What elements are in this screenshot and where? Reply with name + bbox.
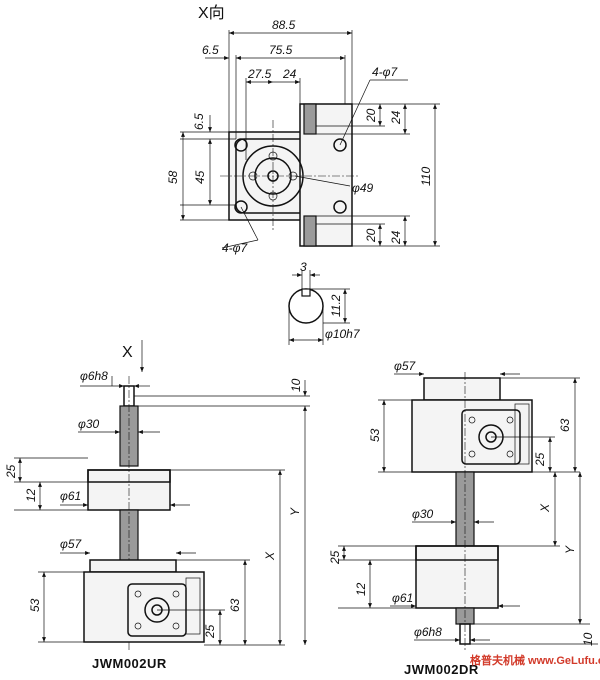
dim-edge-offset: 6.5 bbox=[202, 43, 219, 57]
dim-key-width: 3 bbox=[300, 260, 307, 274]
keyway bbox=[301, 288, 311, 297]
dim-end-len-r: 10 bbox=[581, 632, 595, 646]
dim-shaft-end-r: φ6h8 bbox=[414, 625, 442, 639]
top-plate bbox=[423, 377, 501, 401]
dim-stroke-x-r: X bbox=[538, 503, 552, 513]
dim-shaft-height-r: 25 bbox=[533, 452, 547, 467]
shaft-section: 3 11.2 φ10h7 bbox=[288, 260, 361, 345]
top-plate bbox=[89, 559, 177, 573]
dim-top-offset: 6.5 bbox=[192, 113, 206, 130]
dim-overall-63: 63 bbox=[228, 598, 242, 612]
dim-overall-height: 110 bbox=[419, 167, 433, 186]
dim-lug-20-top: 20 bbox=[364, 108, 378, 123]
dim-key-depth: 11.2 bbox=[329, 294, 343, 317]
dim-stroke-y: Y bbox=[288, 507, 302, 516]
dim-nut-height-r: 25 bbox=[328, 550, 342, 565]
dim-stroke-y-r: Y bbox=[563, 545, 577, 554]
dim-bolt-spacing: 27.5 bbox=[247, 67, 272, 81]
dim-nut-dia-r: φ61 bbox=[392, 591, 413, 605]
gearbox-body bbox=[411, 399, 533, 473]
dim-shaft-dia: φ10h7 bbox=[325, 327, 361, 341]
dim-bore: φ49 bbox=[352, 181, 374, 195]
top-lug-lower bbox=[303, 215, 317, 247]
left-view: X φ6h8 10 φ30 25 bbox=[4, 340, 310, 671]
top-lug-upper bbox=[303, 103, 317, 135]
dim-shaft-end: φ6h8 bbox=[80, 369, 108, 383]
bolt-hole bbox=[234, 138, 248, 152]
dim-lug-24-top: 24 bbox=[389, 110, 403, 125]
x-arrow-label: X bbox=[122, 344, 133, 361]
dim-lug-24-bottom: 24 bbox=[389, 230, 403, 245]
dim-nut-flange: 12 bbox=[24, 488, 38, 502]
dim-height-58: 58 bbox=[166, 170, 180, 184]
side-flange bbox=[185, 577, 201, 635]
dim-body-height-r: 53 bbox=[368, 428, 382, 442]
dim-nut-dia: φ61 bbox=[60, 489, 81, 503]
bolt-hole bbox=[234, 200, 248, 214]
dim-shaft-offset: 24 bbox=[282, 67, 297, 81]
dim-screw-dia-r: φ30 bbox=[412, 507, 434, 521]
side-flange bbox=[514, 403, 530, 465]
dim-top-dia-r: φ57 bbox=[394, 359, 417, 373]
model-label-ur: JWM002UR bbox=[92, 656, 167, 671]
top-view: X向 88.5 6.5 75.5 bbox=[166, 4, 440, 255]
view-direction-label: X向 bbox=[198, 4, 225, 22]
right-view: φ57 53 63 25 φ30 X Y 25 12 φ61 φ6h8 bbox=[328, 359, 598, 677]
dim-flange-width: 75.5 bbox=[269, 43, 293, 57]
dim-stroke-x: X bbox=[263, 551, 277, 561]
dim-shaft-height: 25 bbox=[203, 624, 217, 639]
dim-nut-flange-r: 12 bbox=[354, 582, 368, 596]
nut-flange bbox=[415, 545, 499, 561]
bolt-hole bbox=[333, 138, 347, 152]
watermark: 格普夫机械 www.GeLufu.com bbox=[470, 653, 600, 667]
dim-overall-63-r: 63 bbox=[558, 418, 572, 432]
dim-overall-width: 88.5 bbox=[272, 18, 296, 32]
nut-body bbox=[415, 545, 499, 609]
bolt-hole bbox=[333, 200, 347, 214]
dim-nut-height: 25 bbox=[4, 464, 18, 479]
model-label-dr: JWM002DR bbox=[404, 662, 479, 677]
dim-holes-left: 4-φ7 bbox=[222, 241, 248, 255]
dim-body-height: 53 bbox=[28, 598, 42, 612]
dim-top-dia: φ57 bbox=[60, 537, 83, 551]
dim-screw-dia: φ30 bbox=[78, 417, 100, 431]
dim-height-45: 45 bbox=[193, 170, 207, 184]
dim-lug-20-bottom: 20 bbox=[364, 228, 378, 243]
dim-end-len: 10 bbox=[289, 378, 303, 392]
dim-holes-right: 4-φ7 bbox=[372, 65, 398, 79]
